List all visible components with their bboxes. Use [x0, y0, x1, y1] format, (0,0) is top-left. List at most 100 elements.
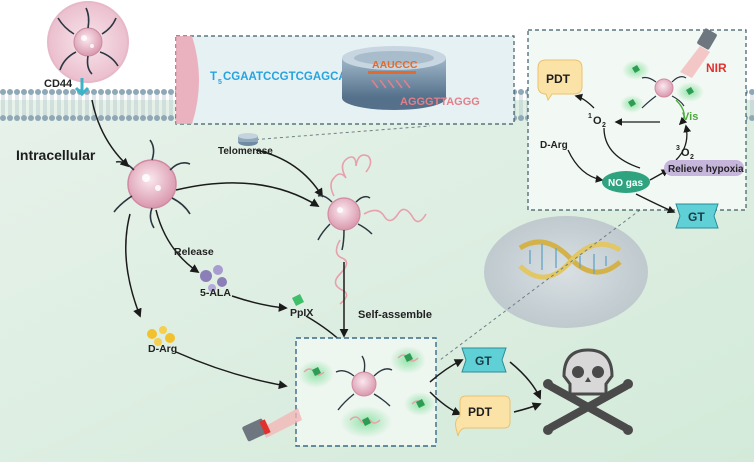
lipid-head [105, 115, 111, 121]
intracellular-label: Intracellular [16, 147, 96, 163]
lipid-head [147, 89, 153, 95]
lipid-head [91, 115, 97, 121]
primer-prefix: T [210, 71, 217, 83]
singlet-oxygen-sub: 2 [602, 122, 606, 129]
inset-d-arg-label: D-Arg [540, 140, 568, 151]
lipid-head [42, 89, 48, 95]
lipid-head [161, 115, 167, 121]
lipid-head [133, 89, 139, 95]
lipid-head [7, 115, 13, 121]
nir-label: NIR [706, 61, 727, 75]
triplet-oxygen-sup: 3 [676, 145, 680, 152]
skull-crossbones-icon [543, 348, 633, 435]
five-ala-molecule-icon [200, 265, 227, 292]
arrow-o2-pdt [574, 93, 595, 109]
lipid-head [49, 89, 55, 95]
lipid-head [749, 89, 754, 95]
five-ala-label: 5-ALA [200, 287, 231, 299]
cycle-arrow [603, 127, 641, 169]
self-assemble-label: Self-assemble [358, 309, 432, 321]
vis-label: Vis [682, 111, 698, 123]
nucleus [484, 216, 648, 328]
lipid-head [28, 115, 34, 121]
lipid-tail [134, 95, 138, 115]
ppix-icon [292, 294, 304, 306]
arrow-gt-death [509, 361, 542, 400]
ppix-label: PpIX [290, 307, 313, 319]
gt-label: GT [475, 354, 492, 368]
lipid-head [140, 89, 146, 95]
lipid-tail [43, 95, 47, 115]
lipid-head [0, 89, 6, 95]
lipid-head [168, 115, 174, 121]
arrow-entry [91, 99, 130, 168]
lipid-head [70, 115, 76, 121]
arrow-ala-to-ppix [231, 295, 288, 312]
lipid-head [140, 115, 146, 121]
arrow-to-pdt [429, 391, 462, 416]
lipid-head [147, 115, 153, 121]
lipid-tail [141, 95, 145, 115]
lipid-head [133, 115, 139, 121]
arrow-release [155, 209, 200, 274]
lipid-head [21, 115, 27, 121]
pdt-bubble [455, 395, 511, 437]
lipid-tail [155, 95, 159, 115]
singlet-oxygen-label: O [593, 115, 602, 127]
lipid-head [119, 115, 125, 121]
lipid-tail [15, 95, 19, 115]
arrow-pdt-death [513, 402, 542, 413]
lipid-head [84, 115, 90, 121]
d-arg-molecule-icon [147, 326, 175, 346]
cd44-label: CD44 [44, 78, 73, 90]
lipid-tail [162, 95, 166, 115]
lipid-tail [113, 95, 117, 115]
lipid-head [126, 115, 132, 121]
lipid-head [7, 89, 13, 95]
release-label: Release [174, 246, 214, 258]
extracellular-nanoparticle [47, 1, 129, 83]
lipid-head [14, 115, 20, 121]
lipid-tail [106, 95, 110, 115]
lipid-tail [78, 95, 82, 115]
lipid-head [70, 89, 76, 95]
lipid-tail [71, 95, 75, 115]
lipid-head [91, 89, 97, 95]
telomerase-icon [238, 133, 258, 146]
lipid-tail [148, 95, 152, 115]
lipid-tail [85, 95, 89, 115]
lipid-head [112, 115, 118, 121]
lipid-tail [64, 95, 68, 115]
arrow-to-extension [175, 182, 320, 207]
mechanism-inset: PDT 1 O 2 NIR Vis 3 O 2 D-Arg NO gas Rel… [527, 28, 747, 229]
d-arg-label: D-Arg [148, 343, 177, 355]
lipid-tail [519, 95, 523, 115]
lipid-tail [120, 95, 124, 115]
inset-gt-label: GT [688, 210, 705, 224]
lipid-tail [8, 95, 12, 115]
lipid-head [168, 89, 174, 95]
lipid-head [77, 115, 83, 121]
inset-connector [249, 125, 431, 141]
telomerase-label: Telomerase [218, 146, 273, 157]
lipid-head [518, 89, 524, 95]
pdt-label: PDT [468, 405, 493, 419]
no-gas-label: NO gas [608, 178, 643, 189]
arrow-to-gt [429, 359, 464, 383]
lipid-tail [169, 95, 173, 115]
lipid-head [126, 89, 132, 95]
lipid-tail [1, 95, 5, 115]
lipid-head [21, 89, 27, 95]
lipid-tail [99, 95, 103, 115]
template-sequence: AAUCCC [372, 59, 418, 71]
arrow-triplet-up [675, 124, 692, 161]
extension-sequence: AGGGTTAGGG [400, 96, 480, 108]
lipid-head [98, 115, 104, 121]
lipid-head [35, 115, 41, 121]
triplet-oxygen-sub: 2 [690, 154, 694, 161]
light-source-icon [242, 408, 302, 442]
lipid-head [35, 89, 41, 95]
lipid-tail [50, 95, 54, 115]
